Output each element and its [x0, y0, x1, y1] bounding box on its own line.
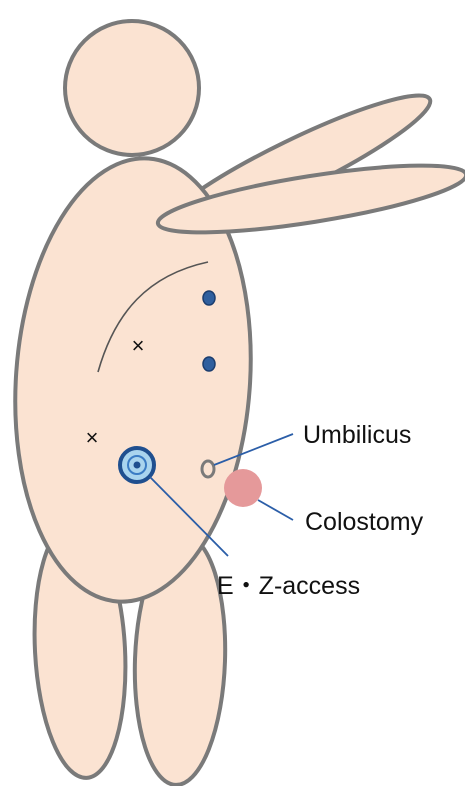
umbilicus-label: Umbilicus — [303, 421, 411, 449]
head — [65, 21, 199, 155]
colostomy-marker — [224, 469, 262, 507]
umbilicus-marker — [202, 461, 214, 477]
colostomy-leader-line — [258, 500, 293, 520]
port-dot-upper — [203, 291, 215, 305]
ez-access-label: E・Z-access — [217, 572, 360, 600]
cross-marker-lower: × — [86, 425, 99, 450]
port-dot-lower — [203, 357, 215, 371]
cross-marker-upper: × — [132, 333, 145, 358]
ez-access-port-center — [134, 462, 141, 469]
colostomy-label: Colostomy — [305, 508, 424, 536]
